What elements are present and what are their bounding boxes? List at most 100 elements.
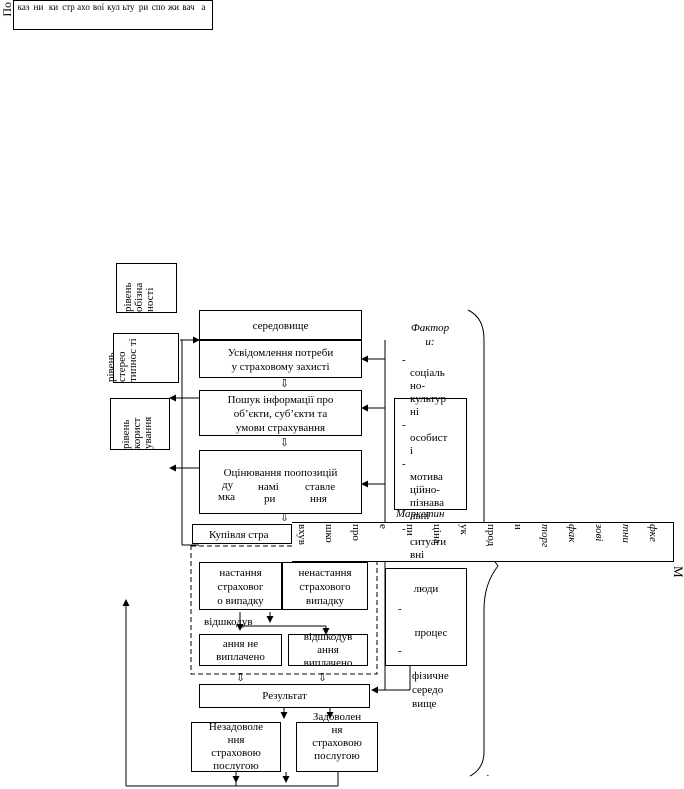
- non-occurrence-line1: ненастання: [298, 567, 352, 579]
- factor-item: -: [402, 419, 406, 431]
- indicator-cell: ри: [138, 2, 149, 12]
- dissatisfaction-line3: страховою: [211, 747, 261, 759]
- marketing-band-cell: зові: [593, 524, 605, 542]
- factor-item: і: [410, 445, 414, 457]
- factor-item: ні: [410, 406, 419, 418]
- indicator-cell: ки: [48, 2, 59, 12]
- awareness-level-text: рівень обізна ності: [122, 282, 156, 312]
- non-occurrence-line3: випадку: [305, 595, 345, 607]
- arrow-glyph-4: ⇩: [236, 672, 246, 684]
- marketing-band-cell: тни: [620, 524, 632, 543]
- search-line2: об’єкти, суб’єкти та: [233, 408, 328, 420]
- occurrence-box: настання страховог о випадку: [199, 562, 282, 610]
- paid-box: відшкодув ання виплачено: [288, 631, 368, 669]
- environment-box: середовище: [199, 310, 362, 340]
- dissatisfaction-box: Незадоволе ння страховою послугою: [191, 721, 281, 772]
- dash-2: -: [398, 645, 402, 657]
- indicator-cell: а: [201, 2, 206, 12]
- not-paid-box: ання не виплачено: [199, 634, 282, 666]
- purchase-text: Купівля стра: [209, 529, 269, 541]
- paid-line1: відшкодув: [303, 631, 353, 643]
- non-occurrence-line2: страхового: [299, 581, 351, 593]
- marketing-band-cell: прод: [485, 524, 497, 547]
- factor-item: ційно-: [410, 484, 440, 496]
- satisfaction-line3: страховою: [312, 737, 362, 749]
- factor-item: вні: [410, 549, 425, 561]
- marketing-band-cell: ук: [458, 524, 470, 535]
- marketing-band-cell: фак: [566, 524, 578, 543]
- dot-mark: ·: [486, 770, 490, 782]
- need-awareness-box: Усвідомлення потреби у страховому захист…: [199, 340, 362, 378]
- factor-item: -: [402, 523, 406, 535]
- dissatisfaction-line4: послугою: [213, 760, 259, 772]
- indicator-cell: кул: [107, 2, 120, 12]
- indicator-cell: стр: [62, 2, 75, 12]
- purchase-box: Купівля стра: [192, 524, 292, 544]
- occurrence-line3: о випадку: [217, 595, 264, 607]
- indicator-cell: ни: [33, 2, 44, 12]
- physical-line3: вище: [412, 698, 437, 710]
- marketing-band-cell: и: [512, 524, 524, 530]
- search-line1: Пошук інформації про: [227, 394, 334, 406]
- result-box: Результат: [199, 684, 370, 708]
- need-awareness-line2: у страховому захисті: [231, 361, 330, 373]
- factor-item: культур: [410, 393, 446, 405]
- marketing-label: Маркетин: [396, 508, 445, 520]
- indicator-cell: вач: [182, 2, 195, 12]
- factor-item: мотива: [410, 471, 443, 483]
- dash-1: -: [398, 603, 402, 615]
- marketing-band-cell: торг: [539, 524, 551, 548]
- eval-step-stavle: ставле: [305, 481, 336, 493]
- occurrence-line2: страховог: [217, 581, 264, 593]
- paid-line2: ання: [317, 644, 339, 656]
- eval-step-nami: намі: [258, 481, 279, 493]
- arrow-glyph-5: ⇩: [318, 672, 328, 684]
- environment-text: середовище: [252, 320, 309, 332]
- arrow-glyph-2: ⇩: [280, 437, 290, 449]
- usage-level-text: рівень корист ування: [120, 416, 154, 449]
- non-occurrence-box: ненастання страхового випадку: [282, 562, 368, 610]
- marketing-band-cell: пи: [404, 524, 416, 536]
- factors-box: [394, 398, 467, 510]
- marketing-box: люди - процес -: [385, 568, 467, 666]
- people-text: люди: [413, 583, 439, 595]
- factors-title-2: и:: [425, 336, 435, 348]
- indicator-cell: ахо: [77, 2, 90, 12]
- dissatisfaction-line1: Незадоволе: [208, 721, 264, 733]
- satisfaction-box: Задоволен ня страховою послугою: [296, 711, 378, 772]
- evaluation-text: Оцінювання поопозицій: [223, 467, 338, 479]
- factor-item: соціаль: [410, 367, 445, 379]
- factor-item: но-: [410, 380, 426, 392]
- factors-title-1: Фактор: [410, 322, 450, 334]
- marketing-band-cell: ціна: [431, 524, 443, 544]
- satisfaction-line2: ня: [331, 724, 343, 736]
- eval-step-nnya: ння: [310, 493, 327, 505]
- indicator-cell: жи: [167, 2, 180, 12]
- stereotype-level-box: рівень стерео типнос ті: [105, 333, 179, 383]
- arrow-glyph-3: ⇩: [280, 512, 290, 524]
- factor-item: особист: [410, 432, 448, 444]
- marketing-band-cell: фкe: [647, 524, 659, 542]
- indicator-side-label: По: [0, 2, 14, 17]
- stereotype-level-text: рівень стерео типнос ті: [105, 338, 139, 382]
- arrow-glyph-1: ⇩: [280, 378, 290, 390]
- factor-item: льні: [410, 510, 430, 522]
- occurrence-line1: настання: [219, 567, 262, 579]
- need-awareness-line1: Усвідомлення потреби: [227, 347, 334, 359]
- physical-line2: середо: [412, 684, 444, 696]
- not-paid-line2: виплачено: [216, 651, 265, 663]
- factor-item: -: [402, 354, 406, 366]
- physical-line1: фізичне: [412, 670, 449, 682]
- factor-item: ситуати: [410, 536, 447, 548]
- evaluation-box: Оцінювання поопозицій ду мка намі ри ста…: [199, 450, 362, 514]
- awareness-level-box: рівень обізна ності: [116, 263, 177, 313]
- search-box: Пошук інформації про об’єкти, суб’єкти т…: [199, 390, 362, 436]
- dissatisfaction-line2: ння: [227, 734, 245, 746]
- factor-item: -: [402, 458, 406, 470]
- marketing-band-cell: е: [377, 524, 389, 529]
- marketing-band-cell: про: [350, 524, 362, 541]
- process-text: процес: [414, 627, 448, 639]
